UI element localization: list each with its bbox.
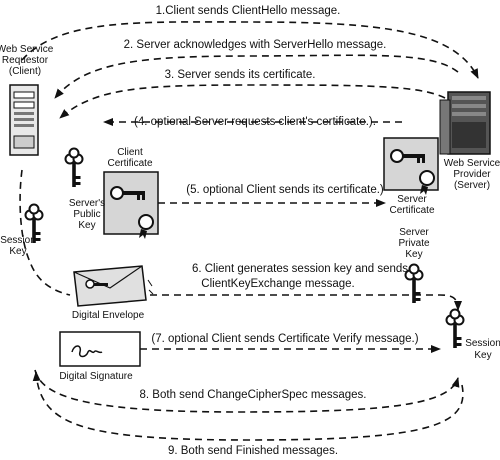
- svg-text:Key: Key: [474, 350, 491, 361]
- arrow-6: [150, 294, 462, 311]
- session-key-right-label: Session Key: [465, 338, 500, 361]
- client-computer-icon: [9, 84, 39, 156]
- svg-text:Server: Server: [399, 227, 429, 238]
- client-certificate-icon: [103, 171, 159, 239]
- client-label: Web Service Requestor (Client): [0, 44, 54, 77]
- svg-text:(Client): (Client): [9, 66, 41, 77]
- message-6-line-2: ClientKeyExchange message.: [201, 278, 354, 290]
- session-key-left-label: Session Key: [0, 235, 36, 257]
- svg-text:(Server): (Server): [454, 180, 490, 191]
- digital-signature-icon: [59, 331, 141, 367]
- message-5: (5. optional Client sends its certificat…: [186, 184, 384, 196]
- message-8: 8. Both send ChangeCipherSpec messages.: [140, 389, 367, 401]
- server-certificate-label: Server Certificate: [389, 194, 434, 216]
- svg-text:Provider: Provider: [453, 169, 491, 180]
- svg-text:Session: Session: [465, 338, 500, 349]
- message-4: (4. optional Server requests client's ce…: [134, 116, 376, 128]
- svg-text:Requestor: Requestor: [2, 55, 49, 66]
- svg-text:Server's: Server's: [69, 198, 105, 209]
- svg-text:Key: Key: [405, 249, 422, 260]
- svg-text:Server: Server: [397, 194, 427, 205]
- svg-text:Certificate: Certificate: [107, 158, 152, 169]
- message-1: 1.Client sends ClientHello message.: [156, 5, 341, 17]
- server-label: Web Service Provider (Server): [444, 158, 500, 191]
- message-2: 2. Server acknowledges with ServerHello …: [124, 39, 387, 51]
- svg-text:Certificate: Certificate: [389, 205, 434, 216]
- message-9: 9. Both send Finished messages.: [168, 445, 338, 457]
- server-private-key-label: Server Private Key: [398, 227, 430, 260]
- server-certificate-icon: [383, 137, 439, 195]
- digital-envelope-label: Digital Envelope: [72, 310, 145, 321]
- session-key-right-icon: [445, 308, 465, 349]
- svg-text:Client: Client: [117, 147, 143, 158]
- svg-text:Key: Key: [78, 220, 95, 231]
- message-3: 3. Server sends its certificate.: [165, 69, 316, 81]
- arrow-2: [54, 54, 459, 99]
- svg-text:Public: Public: [73, 209, 100, 220]
- message-6-line-1: 6. Client generates session key and send…: [192, 263, 408, 275]
- servers-public-key-icon: [64, 147, 84, 188]
- digital-signature-label: Digital Signature: [59, 371, 133, 382]
- svg-text:Key: Key: [9, 246, 26, 257]
- server-private-key-icon: [404, 263, 424, 304]
- arrow-8: [34, 369, 460, 413]
- arrow-left-loop: [19, 169, 71, 296]
- svg-text:Web Service: Web Service: [0, 44, 54, 55]
- svg-text:Web Service: Web Service: [444, 158, 500, 169]
- client-certificate-label: Client Certificate: [107, 147, 152, 169]
- server-icon: [439, 91, 491, 155]
- digital-envelope-icon: [73, 265, 154, 307]
- svg-text:Session: Session: [0, 235, 36, 246]
- svg-text:Private: Private: [398, 238, 430, 249]
- message-7: (7. optional Client sends Certificate Ve…: [151, 333, 418, 345]
- arrow-3: [59, 84, 446, 119]
- servers-public-key-label: Server's Public Key: [69, 198, 105, 231]
